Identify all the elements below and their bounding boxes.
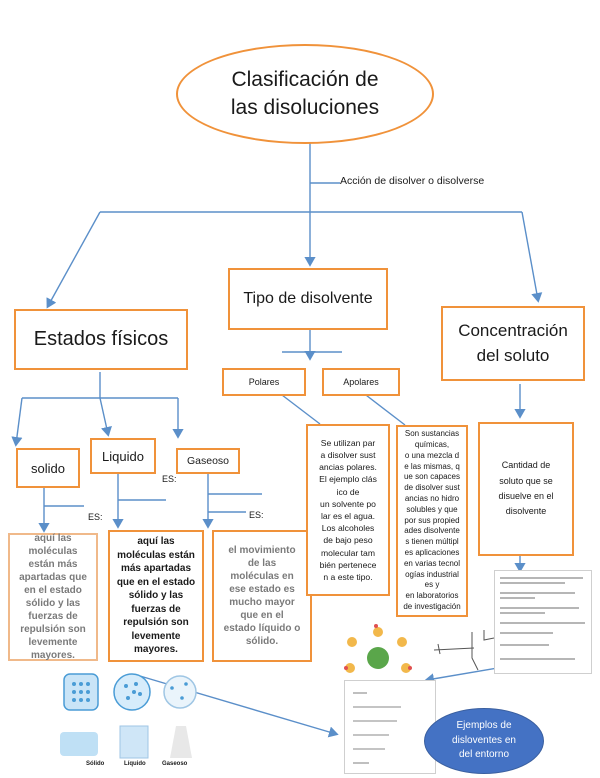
gaseoso-description: el movimiento de las moléculas en ese es… bbox=[212, 530, 312, 662]
branch-tipo-label: Tipo de disolvente bbox=[243, 290, 373, 307]
liquido-description: aquí las moléculas están más apartadas q… bbox=[108, 530, 204, 662]
examples-ellipse-text: Ejemplos de disloventes en del entorno bbox=[452, 720, 516, 761]
branch-concentracion: Concentración del soluto bbox=[441, 306, 585, 381]
examples-list-thumbnail bbox=[344, 680, 436, 774]
branch-estados-label: Estados físicos bbox=[33, 328, 169, 350]
tipo-polares-label: Polares bbox=[248, 377, 280, 387]
branch-concentracion-label: Concentración del soluto bbox=[458, 320, 568, 365]
solido-description-text: aquí las moléculas están más apartadas q… bbox=[19, 533, 87, 661]
examples-ellipse: Ejemplos de disloventes en del entorno bbox=[424, 708, 544, 774]
concentracion-description: Cantidad de soluto que se disuelve en el… bbox=[478, 422, 574, 556]
definition-text: Acción de disolver o disolverse bbox=[340, 175, 485, 187]
polares-description: Se utilizan par a disolver sust ancias p… bbox=[306, 424, 390, 596]
es-label-1: ES: bbox=[162, 474, 177, 484]
gas-image-label: Gaseoso bbox=[162, 761, 188, 767]
es-label-3: ES: bbox=[249, 510, 264, 520]
polares-description-text: Se utilizan par a disolver sust ancias p… bbox=[319, 437, 377, 583]
title-ellipse: Clasificación de las disoluciones bbox=[176, 44, 434, 144]
state-liquido: Liquido bbox=[90, 438, 156, 474]
formula-sketch bbox=[433, 630, 495, 671]
apolares-description-text: Son sustancias químicas, o una mezcla d … bbox=[403, 429, 461, 611]
composition-thumbnail-graphic bbox=[500, 577, 585, 660]
liquid-beaker-icon bbox=[113, 673, 151, 759]
liquid-image-label: Líquido bbox=[124, 761, 146, 767]
tipo-apolares-label: Apolares bbox=[343, 377, 379, 387]
solid-cube-icon bbox=[60, 673, 99, 756]
sodium-ion-icon bbox=[367, 647, 389, 669]
solid-image-label: Sólido bbox=[86, 761, 105, 767]
liquido-description-text: aquí las moléculas están más apartadas q… bbox=[116, 536, 196, 656]
state-solido-label: solido bbox=[31, 460, 65, 476]
state-liquido-label: Liquido bbox=[102, 448, 144, 464]
states-of-matter-illustration bbox=[60, 673, 197, 759]
tipo-polares: Polares bbox=[222, 368, 306, 396]
gas-flask-icon bbox=[163, 675, 197, 758]
es-label-2: ES: bbox=[88, 512, 103, 522]
solido-description: aquí las moléculas están más apartadas q… bbox=[8, 533, 98, 661]
examples-list-graphic bbox=[353, 692, 401, 764]
branch-tipo-disolvente: Tipo de disolvente bbox=[228, 268, 388, 330]
tipo-apolares: Apolares bbox=[322, 368, 400, 396]
state-gaseoso-label: Gaseoso bbox=[186, 455, 230, 467]
branch-estados-fisicos: Estados físicos bbox=[14, 309, 188, 370]
gaseoso-description-text: el movimiento de las moléculas en ese es… bbox=[223, 545, 301, 647]
concentracion-description-text: Cantidad de soluto que se disuelve en el… bbox=[498, 460, 554, 517]
title-text: Clasificación de las disoluciones bbox=[230, 67, 380, 119]
state-gaseoso: Gaseoso bbox=[176, 448, 240, 474]
state-solido: solido bbox=[16, 448, 80, 488]
apolares-description: Son sustancias químicas, o una mezcla d … bbox=[396, 425, 468, 617]
composition-thumbnail bbox=[494, 570, 592, 674]
